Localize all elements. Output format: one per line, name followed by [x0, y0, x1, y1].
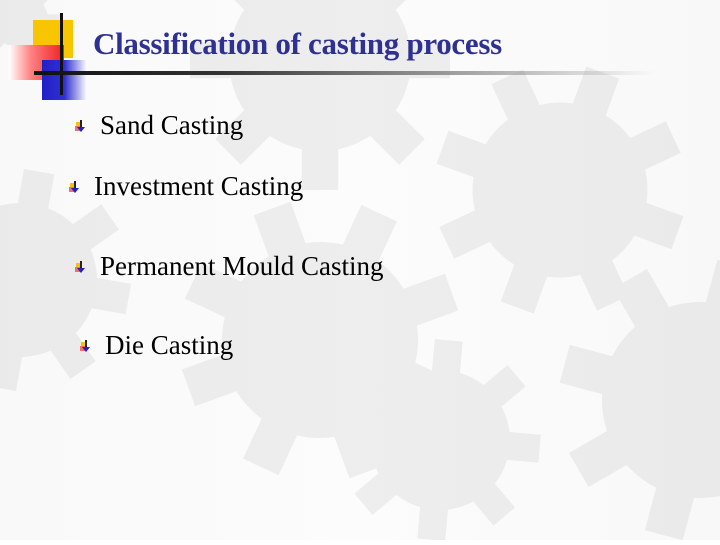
list-item: Die Casting — [79, 330, 233, 361]
arrow-down-bullet-icon — [74, 119, 88, 133]
slide-title: Classification of casting process — [93, 26, 502, 61]
arrow-down-bullet-icon — [68, 180, 82, 194]
list-item: Sand Casting — [74, 110, 243, 141]
decor-blue-square — [42, 60, 87, 100]
list-item-label: Die Casting — [105, 330, 234, 360]
arrow-down-bullet-icon — [79, 339, 93, 353]
list-item-label: Investment Casting — [94, 171, 304, 201]
list-item-label: Sand Casting — [100, 110, 244, 140]
list-item-label: Permanent Mould Casting — [100, 251, 384, 281]
arrow-down-bullet-icon — [74, 260, 88, 274]
title-underline — [34, 71, 654, 75]
list-item: Investment Casting — [68, 171, 303, 202]
list-item: Permanent Mould Casting — [74, 251, 383, 282]
decor-vertical-line — [60, 13, 63, 95]
